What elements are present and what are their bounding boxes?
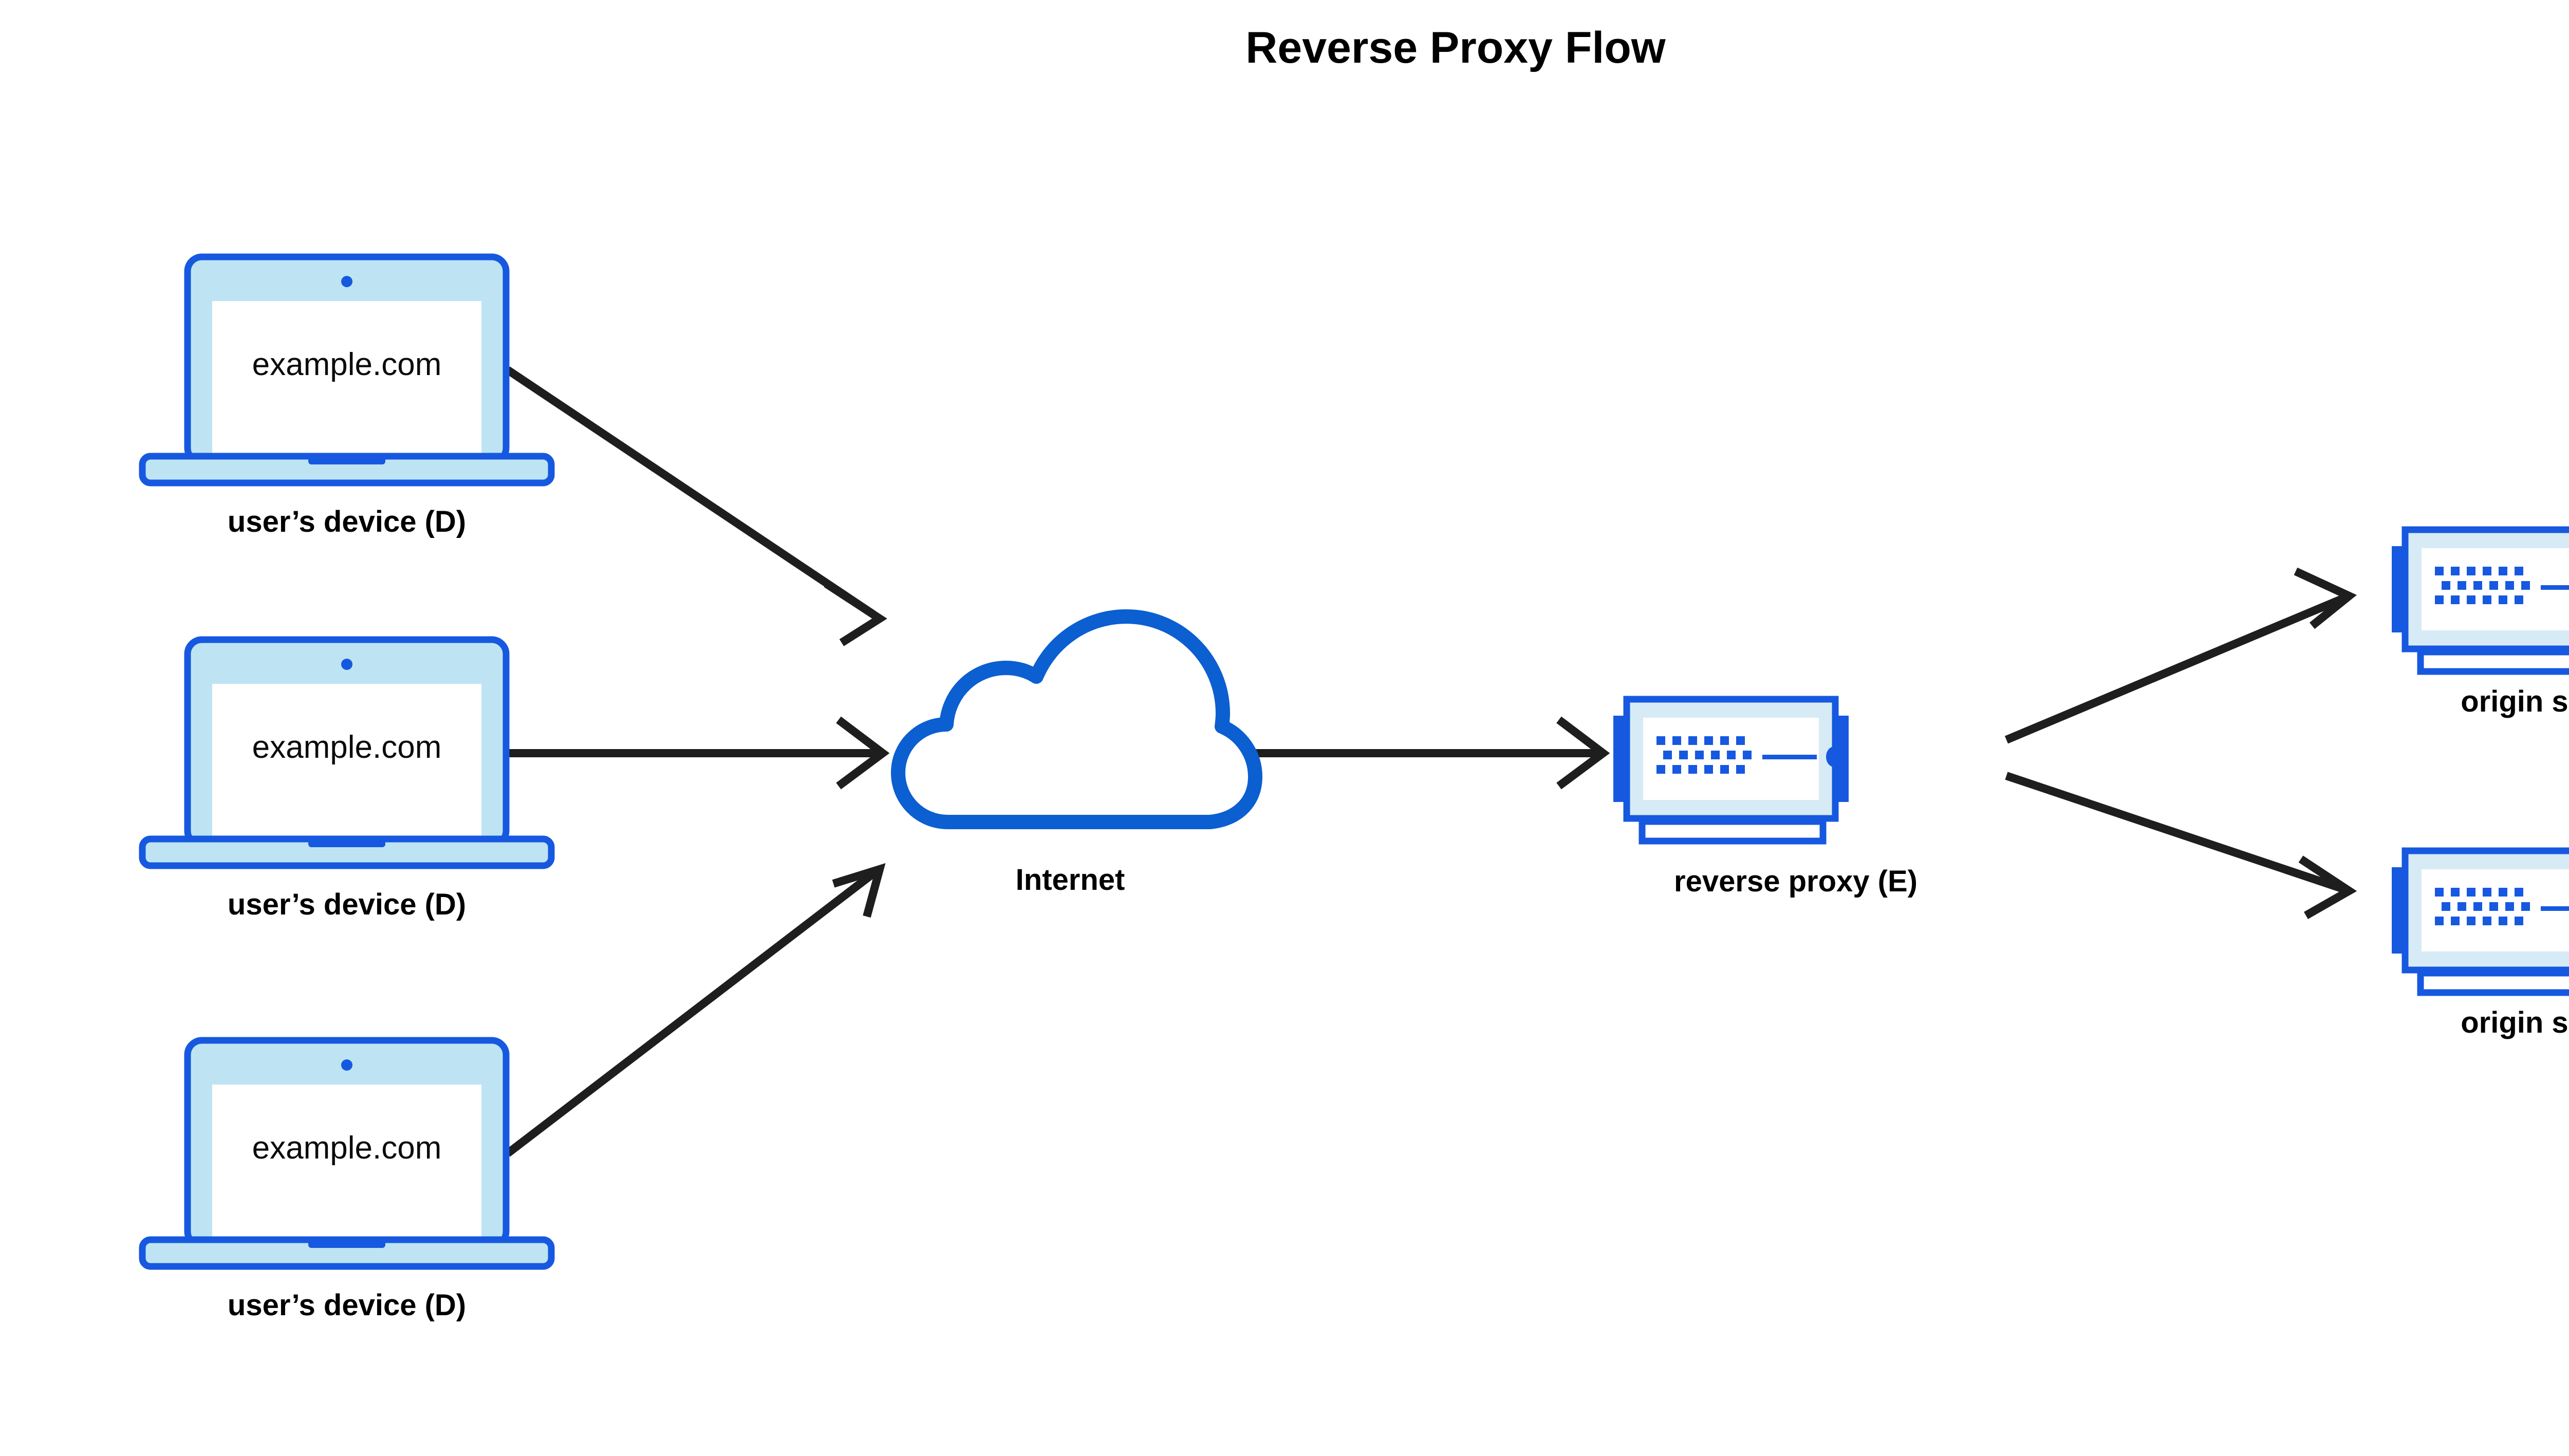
edge-device-middle-to-internet bbox=[506, 716, 890, 790]
edge-device-bottom-to-internet bbox=[505, 863, 886, 1157]
node-device-bottom[interactable]: example.com user’s device (D) bbox=[142, 1040, 551, 1322]
node-reverse-proxy[interactable]: reverse proxy (E) bbox=[1613, 699, 1918, 898]
node-device-middle[interactable]: example.com user’s device (D) bbox=[142, 640, 551, 921]
device-top-label: user’s device (D) bbox=[228, 505, 466, 538]
internet-label: Internet bbox=[1016, 863, 1125, 897]
node-origin-top[interactable]: origin server (F) bbox=[2392, 530, 2569, 718]
server-icon bbox=[1613, 699, 1849, 841]
edge-internet-to-reverse-proxy bbox=[1254, 716, 1610, 790]
device-middle-label: user’s device (D) bbox=[228, 888, 466, 921]
edge-reverse-proxy-to-origin-top bbox=[2004, 567, 2357, 744]
device-middle-screen-text: example.com bbox=[252, 730, 442, 765]
edge-reverse-proxy-to-origin-bottom bbox=[2005, 772, 2357, 919]
node-internet[interactable]: Internet bbox=[891, 609, 1262, 897]
origin-bottom-label: origin server (F) bbox=[2461, 1006, 2569, 1039]
reverse-proxy-label: reverse proxy (E) bbox=[1674, 865, 1918, 898]
page-title: Reverse Proxy Flow bbox=[1245, 23, 1666, 72]
server-icon bbox=[2392, 851, 2569, 993]
device-bottom-label: user’s device (D) bbox=[228, 1289, 466, 1322]
device-top-screen-text: example.com bbox=[252, 347, 442, 382]
edge-device-top-to-internet bbox=[505, 366, 887, 646]
device-bottom-screen-text: example.com bbox=[252, 1130, 442, 1166]
edge-layer bbox=[505, 366, 2357, 1157]
node-device-top[interactable]: example.com user’s device (D) bbox=[142, 257, 551, 538]
origin-top-label: origin server (F) bbox=[2461, 685, 2569, 718]
server-icon bbox=[2392, 530, 2569, 671]
cloud-icon bbox=[891, 609, 1262, 829]
node-origin-bottom[interactable]: origin server (F) bbox=[2392, 851, 2569, 1039]
